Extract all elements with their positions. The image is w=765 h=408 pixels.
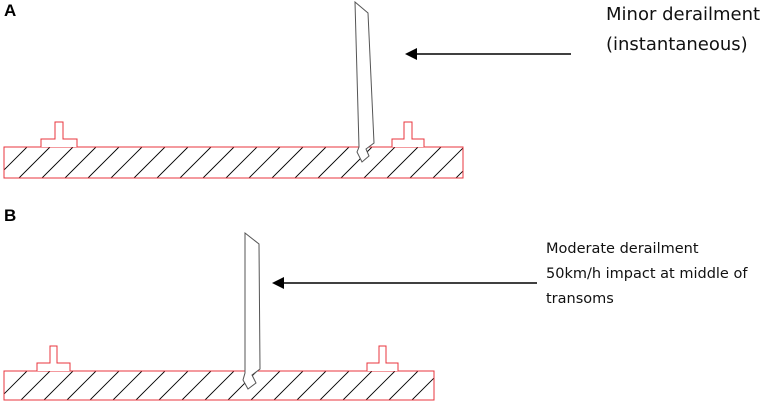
- rail-b-right: [366, 345, 399, 371]
- hatch-line: [294, 147, 327, 178]
- hatch-line: [248, 147, 281, 178]
- caption-line: (instantaneous): [606, 34, 748, 55]
- hatch-line: [458, 371, 487, 400]
- hatch-line: [89, 371, 120, 400]
- hatch-line: [432, 147, 463, 178]
- hatch-line: [388, 371, 419, 400]
- hatch-line: [411, 377, 434, 400]
- hatch-line: [18, 147, 51, 178]
- hatch-line: [435, 371, 464, 400]
- derailed-wheel-a: [354, 0, 375, 163]
- hatch-line: [273, 371, 304, 400]
- rail-a-left: [40, 121, 78, 147]
- hatch-line: [41, 147, 74, 178]
- hatch-line: [156, 147, 189, 178]
- hatch-line: [66, 371, 97, 400]
- hatch-line: [133, 147, 166, 178]
- panel-a-caption: Minor derailment (instantaneous): [606, 0, 760, 60]
- transom-a-hatching: [4, 147, 510, 178]
- hatch-line: [204, 371, 235, 400]
- hatch-line: [317, 147, 350, 178]
- hatch-line: [43, 371, 74, 400]
- hatch-line: [479, 147, 510, 178]
- panel-a: [3, 0, 571, 179]
- arrow-a-head: [405, 48, 417, 60]
- panel-b-caption: Moderate derailment 50km/h impact at mid…: [546, 237, 747, 312]
- hatch-line: [4, 371, 5, 372]
- panel-b: [3, 231, 537, 401]
- hatch-line: [386, 147, 419, 178]
- caption-line: 50km/h impact at middle of: [546, 266, 748, 282]
- hatch-line: [179, 147, 212, 178]
- hatch-line: [296, 371, 327, 400]
- rail-b-left: [36, 345, 71, 371]
- hatch-line: [202, 147, 235, 178]
- panel-a-label: A: [4, 1, 17, 20]
- hatch-line: [4, 147, 28, 171]
- caption-line: Minor derailment: [606, 4, 761, 25]
- hatch-line: [4, 147, 5, 148]
- hatch-line: [409, 147, 442, 178]
- hatch-line: [112, 371, 143, 400]
- rail-a-right: [391, 121, 425, 147]
- transom-b: [3, 370, 435, 401]
- hatch-line: [181, 371, 212, 400]
- arrow-b-head: [272, 277, 284, 289]
- transom-a: [3, 146, 464, 179]
- hatch-line: [64, 147, 97, 178]
- hatch-line: [250, 371, 281, 400]
- hatch-line: [363, 147, 396, 178]
- panel-b-label: B: [4, 206, 17, 225]
- hatch-line: [271, 147, 304, 178]
- hatch-line: [4, 371, 28, 395]
- hatch-line: [319, 371, 350, 400]
- hatch-line: [87, 147, 120, 178]
- hatch-line: [135, 371, 166, 400]
- hatch-line: [225, 147, 258, 178]
- hatch-line: [110, 147, 143, 178]
- hatch-line: [455, 170, 463, 178]
- caption-line: Moderate derailment: [546, 241, 699, 257]
- transom-b-hatching: [4, 371, 487, 400]
- derailed-wheel-b: [242, 231, 261, 390]
- hatch-line: [342, 371, 373, 400]
- hatch-line: [20, 371, 51, 400]
- hatch-line: [365, 371, 396, 400]
- hatch-line: [158, 371, 189, 400]
- caption-line: transoms: [546, 291, 614, 307]
